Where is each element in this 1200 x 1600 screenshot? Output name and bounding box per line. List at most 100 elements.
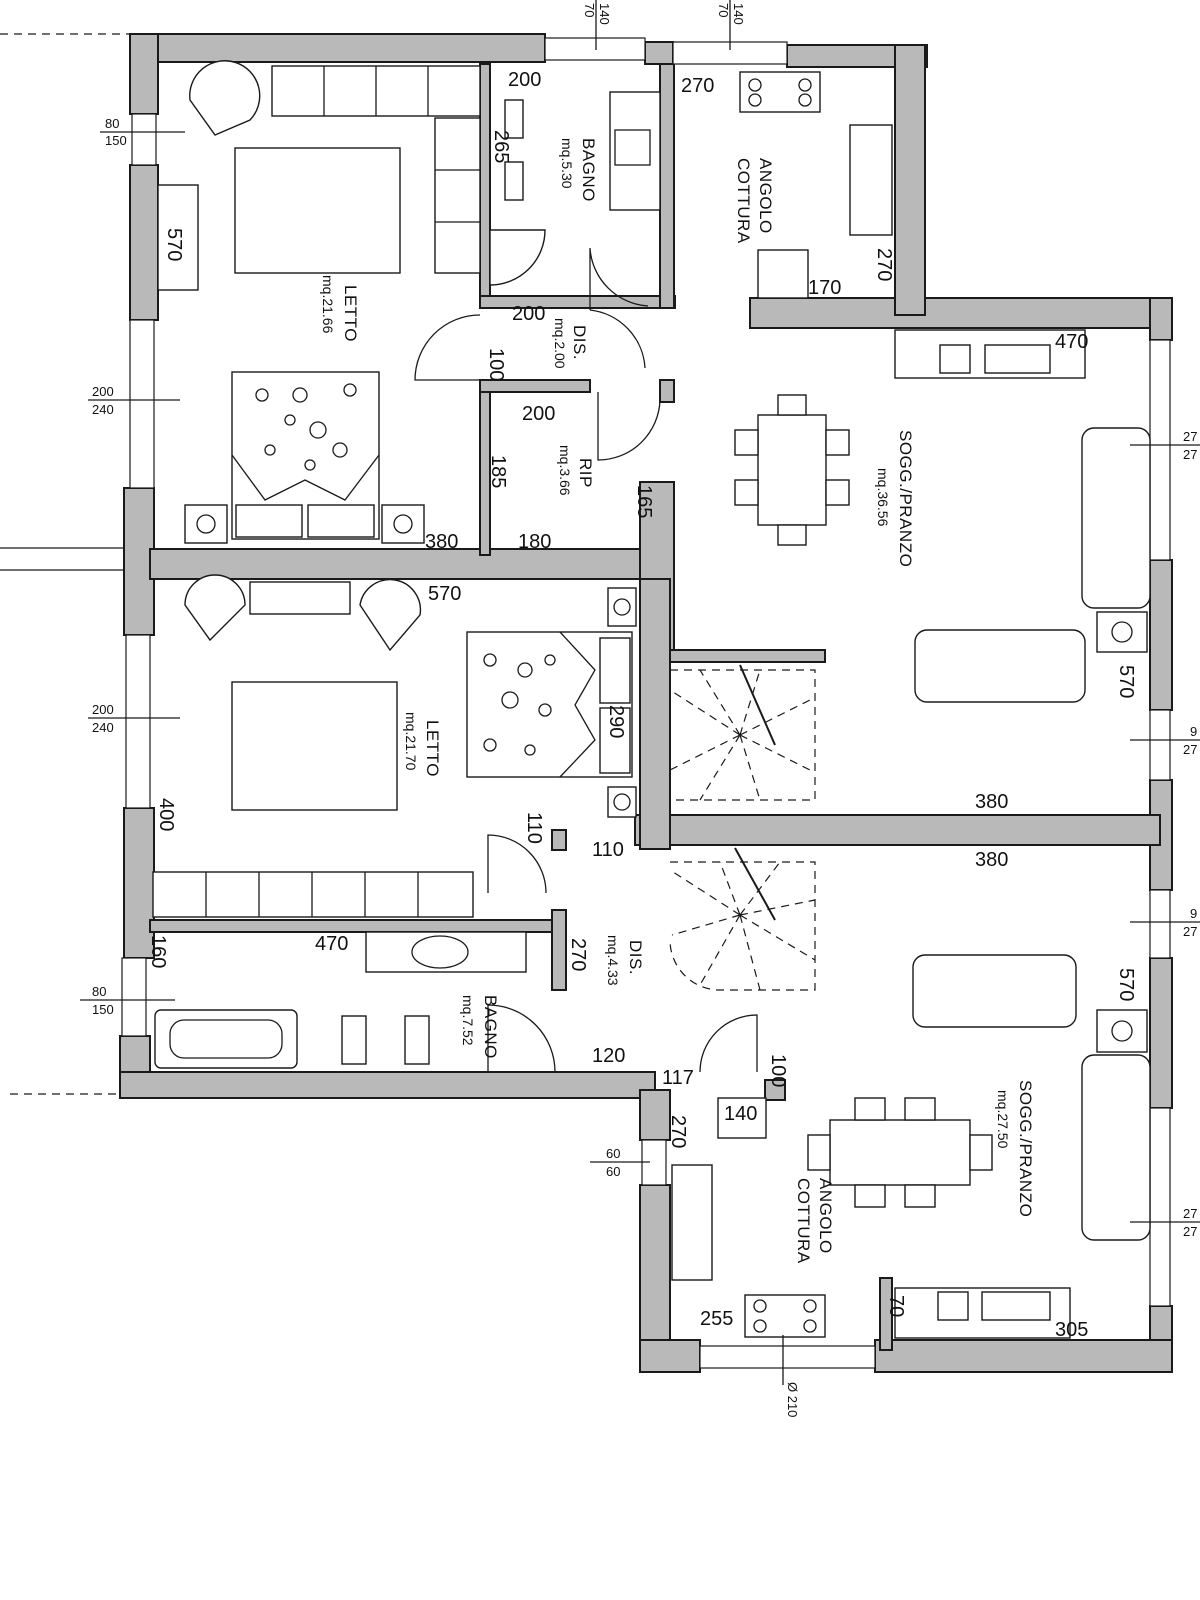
dim-470-bagno: 470 xyxy=(315,933,348,955)
win-dim-topright-bottom: 70 xyxy=(716,3,731,17)
wall-lower-stub xyxy=(879,1277,893,1351)
dim-185: 185 xyxy=(487,455,509,488)
room-rip-name: RIP xyxy=(576,458,595,488)
hob-top xyxy=(739,71,821,113)
dim-265: 265 xyxy=(490,130,512,163)
dim-200-rip: 200 xyxy=(522,403,555,425)
side-table-top xyxy=(1096,611,1148,653)
dim-270-dis: 270 xyxy=(567,938,589,971)
wall-dis2-right xyxy=(551,909,567,991)
pillow-lower-2 xyxy=(599,707,631,774)
win-dim-topright-top: 140 xyxy=(731,3,746,25)
armchair-lower-1 xyxy=(184,574,246,642)
room-sogg-bottom-area: mq.27.50 xyxy=(995,1090,1011,1149)
wall-rip-topright xyxy=(659,379,675,403)
window-left-3 xyxy=(125,634,151,809)
dim-180: 180 xyxy=(518,531,551,553)
dim-290: 290 xyxy=(605,705,627,738)
stair-upper-outline xyxy=(670,669,816,801)
room-letto-bottom-name: LETTO xyxy=(423,720,442,777)
wall-mid-horizontal xyxy=(149,548,646,580)
sofa-top-bottom xyxy=(914,629,1086,703)
nightstand-top-2 xyxy=(381,504,425,544)
window-left-1 xyxy=(131,113,157,166)
dim-570-right: 570 xyxy=(1115,665,1137,698)
door-dis-top xyxy=(589,309,646,369)
wall-top-stub xyxy=(644,41,674,65)
armchair-lower-2 xyxy=(359,578,422,652)
win-dim-left3-top: 200 xyxy=(92,702,114,717)
dim-470-top: 470 xyxy=(1055,331,1088,353)
wall-left-2 xyxy=(129,164,159,321)
door-bagno-bottom xyxy=(487,1004,556,1073)
room-bagno-bottom-name: BAGNO xyxy=(481,995,500,1059)
wall-right-2 xyxy=(1149,559,1173,711)
wall-lower-1 xyxy=(639,1089,671,1141)
wall-central xyxy=(634,814,1161,846)
room-rip-area: mq.3.66 xyxy=(557,445,573,496)
dim-380-lower: 380 xyxy=(975,849,1008,871)
furniture xyxy=(152,60,1151,1339)
dim-255: 255 xyxy=(700,1308,733,1330)
dim-110-b: 110 xyxy=(592,839,624,861)
door-bagno-top xyxy=(589,247,649,310)
win-dim-right1-top: 27 xyxy=(1183,429,1197,444)
dim-165: 165 xyxy=(633,485,655,518)
dim-570-letto: 570 xyxy=(163,228,185,261)
bidet-top xyxy=(504,99,524,139)
room-sogg-top-area: mq.36.56 xyxy=(875,468,891,527)
wall-right-1 xyxy=(1149,297,1173,341)
win-dim-right2-top: 9 xyxy=(1190,724,1197,739)
door-letto-bottom xyxy=(487,834,547,894)
win-dim-right1-bottom: 27 xyxy=(1183,447,1197,462)
wall-lower-stub2 xyxy=(764,1079,786,1101)
room-dis-top-name: DIS. xyxy=(570,325,589,360)
door-letto-top xyxy=(414,314,481,381)
sink-cottura-lower xyxy=(671,1164,713,1281)
nightstand-lower-1 xyxy=(607,587,637,627)
window-right-4 xyxy=(1149,1107,1171,1307)
door-rip xyxy=(597,392,661,461)
room-sogg-top-name: SOGG./PRANZO xyxy=(896,430,915,567)
sink-counter-top xyxy=(609,91,661,211)
wall-right-upper xyxy=(894,44,926,316)
win-dim-topleft-bottom: 70 xyxy=(582,3,597,17)
win-dim-right3-top: 9 xyxy=(1190,906,1197,921)
dim-110-a: 110 xyxy=(523,812,545,844)
wall-left-1 xyxy=(129,33,159,115)
room-letto-top-name: LETTO xyxy=(341,285,360,342)
rug-top-letto xyxy=(234,147,401,274)
dim-200-dis: 200 xyxy=(512,303,545,325)
stair-lower-outline xyxy=(669,861,816,991)
fridge-top xyxy=(757,249,809,299)
dim-100-lower: 100 xyxy=(767,1054,789,1087)
room-angolo-bottom-name: ANGOLO xyxy=(816,1178,835,1254)
wall-dis2-topstub xyxy=(551,829,567,851)
hob-lower xyxy=(744,1294,826,1338)
bed-top-sheet xyxy=(231,454,380,501)
armchair-top xyxy=(189,60,261,136)
toilet-top xyxy=(504,161,524,201)
wall-bagno2-top xyxy=(149,919,561,933)
room-letto-top-area: mq.21.66 xyxy=(320,275,336,334)
room-bagno-bottom-area: mq.7.52 xyxy=(460,995,476,1046)
win-dim-left4-top: 80 xyxy=(92,984,106,999)
win-dim-right4-bottom: 27 xyxy=(1183,1224,1197,1239)
dim-70: 70 xyxy=(885,1295,907,1317)
win-dim-topleft-top: 140 xyxy=(597,3,612,25)
win-dim-lowerleft-top: 60 xyxy=(606,1146,620,1161)
sofa-lower-right xyxy=(1081,1054,1151,1241)
wall-bagno-left xyxy=(479,63,491,307)
dim-270-cottura: 270 xyxy=(873,248,895,281)
wall-lower-bottom-b xyxy=(874,1339,1173,1373)
dim-117: 117 xyxy=(662,1067,694,1089)
bidet-lower xyxy=(404,1015,430,1065)
sofa-top-right xyxy=(1081,427,1151,609)
dimension-labels: 200 270 265 570 170 270 470 200 100 200 … xyxy=(147,69,1137,1341)
door-sogg-bottom xyxy=(699,1014,758,1073)
sink-cottura-top xyxy=(849,124,893,236)
wardrobe-side xyxy=(434,117,481,274)
win-dim-left1-bottom: 150 xyxy=(105,133,127,148)
room-dis-top-area: mq.2.00 xyxy=(552,318,568,369)
window-dimension-labels: 80 150 200 240 200 240 80 150 27 27 9 27… xyxy=(92,3,1197,1417)
